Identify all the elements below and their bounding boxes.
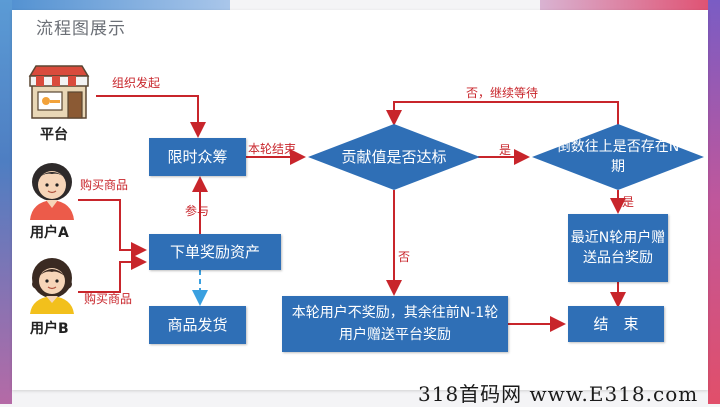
site-watermark: 318首码网 www.E318.com [418, 382, 699, 406]
edge-label-yes-2: 是 [622, 195, 635, 209]
edge-label-organize: 组织发起 [112, 76, 161, 90]
edge-label-buy-goods-b: 购买商品 [84, 292, 133, 306]
slide-title: 流程图展示 [36, 19, 126, 39]
node-current-no-reward: 本轮用户不奖励，其余往前N-1轮用户赠送平台奖励 [282, 296, 508, 352]
edge-label-round-end: 本轮结束 [248, 142, 297, 156]
edge-label-no-continue-wait: 否，继续等待 [466, 86, 539, 100]
user-b-label: 用户B [30, 321, 69, 337]
top-right-accent [540, 0, 720, 10]
node-contribution-check: 贡献值是否达标 [341, 148, 447, 166]
node-goods-shipping: 商品发货 [149, 306, 246, 344]
platform-label: 平台 [40, 127, 68, 143]
arrow-user-a-to-order [78, 199, 147, 258]
diamond-countdown-check [532, 124, 704, 190]
edge-label-buy-goods-a: 购买商品 [80, 178, 129, 192]
node-countdown-check: 倒数往上是否存在N期 [556, 139, 680, 175]
arrow-no-continue-wait [386, 101, 619, 126]
edge-label-participate: 参与 [185, 204, 210, 218]
left-edge-accent [0, 0, 12, 404]
edge-label-yes-1: 是 [499, 143, 512, 157]
arrow-platform-to-crowdfunding [96, 95, 206, 138]
arrow-user-b-to-order [78, 254, 147, 293]
edge-label-no: 否 [398, 250, 411, 264]
right-edge-accent [708, 0, 720, 404]
node-recent-n-users-gift: 最近N轮用户赠送品台奖励 [568, 214, 668, 282]
node-end: 结 束 [568, 306, 664, 342]
node-limited-crowdfunding: 限时众筹 [149, 138, 246, 176]
node-order-reward-assets: 下单奖励资产 [149, 234, 281, 270]
top-left-accent [0, 0, 230, 10]
user-a-label: 用户A [30, 225, 69, 241]
diamond-contribution-check [308, 124, 480, 190]
